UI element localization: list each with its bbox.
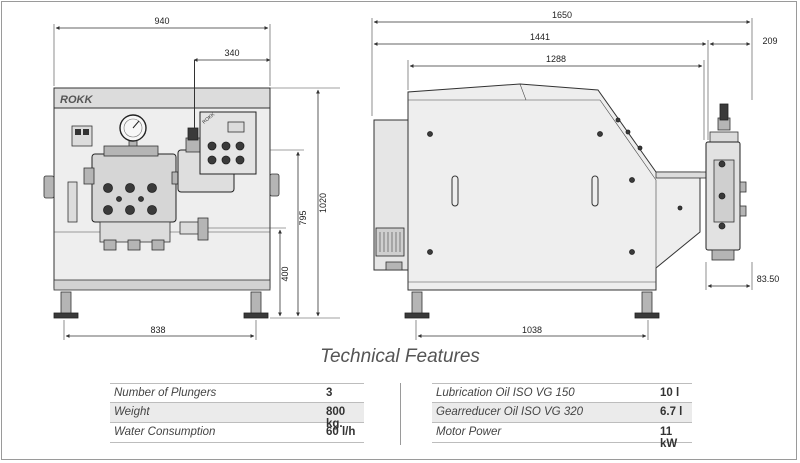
feature-label: Lubrication Oil ISO VG 150	[436, 387, 575, 399]
side-housing	[407, 83, 701, 291]
features-table-left: Number of Plungers 3 Weight 800 kg. Wate…	[110, 383, 364, 443]
feature-value: 800 kg.	[326, 406, 346, 430]
features-table-right: Lubrication Oil ISO VG 150 10 l Gearredu…	[432, 383, 692, 450]
feature-value: 6.7 l	[660, 406, 683, 418]
pump-head	[83, 145, 209, 251]
dim-front-mid-height: 795	[298, 210, 308, 225]
feature-label: Number of Plungers	[114, 387, 217, 399]
dim-side-total: 1650	[552, 10, 572, 20]
dim-front-right-offset: 340	[224, 48, 239, 58]
dim-side-body: 1441	[530, 32, 550, 42]
dim-front-base: 838	[150, 325, 165, 335]
feature-row: Motor Power 11 kW	[432, 423, 692, 450]
side-pump-head	[705, 103, 747, 261]
front-feet	[53, 291, 269, 319]
motor-fan-grille	[375, 227, 405, 257]
dim-side-top: 1288	[546, 54, 566, 64]
section-title: Technical Features	[320, 346, 480, 367]
feature-value: 10 l	[660, 387, 680, 399]
feature-row: Water Consumption 60 l/h	[110, 423, 364, 443]
feature-row: Weight 800 kg.	[110, 403, 364, 430]
side-feet	[404, 291, 660, 319]
feature-label: Motor Power	[436, 426, 502, 438]
feature-value: 3	[326, 387, 333, 399]
dim-side-head: 209	[762, 36, 777, 46]
feature-label: Water Consumption	[114, 426, 216, 438]
feature-row: Gearreducer Oil ISO VG 320 6.7 l	[432, 403, 692, 423]
feature-label: Gearreducer Oil ISO VG 320	[436, 406, 584, 418]
dim-side-base: 1038	[522, 325, 542, 335]
table-divider	[400, 383, 401, 445]
dim-front-height: 1020	[318, 193, 328, 213]
feature-row: Lubrication Oil ISO VG 150 10 l	[432, 383, 692, 403]
brand-logo: ROKK	[60, 94, 93, 106]
feature-row: Number of Plungers 3	[110, 383, 364, 403]
technical-drawing: ROKK	[43, 10, 780, 340]
dim-front-inlet-height: 400	[280, 266, 290, 281]
front-top-band	[53, 87, 271, 109]
feature-value: 60 l/h	[326, 426, 356, 438]
feature-value: 11 kW	[660, 426, 678, 450]
dim-front-width: 940	[154, 16, 169, 26]
front-view: ROKK	[43, 16, 340, 340]
feature-label: Weight	[114, 406, 150, 418]
dim-side-head-depth: 83.50	[757, 274, 780, 284]
side-view: 1650 1441 209 1288 83.50 1038	[371, 10, 780, 340]
control-panel: ROKK	[199, 111, 257, 175]
sight-glass-icon	[67, 181, 78, 223]
